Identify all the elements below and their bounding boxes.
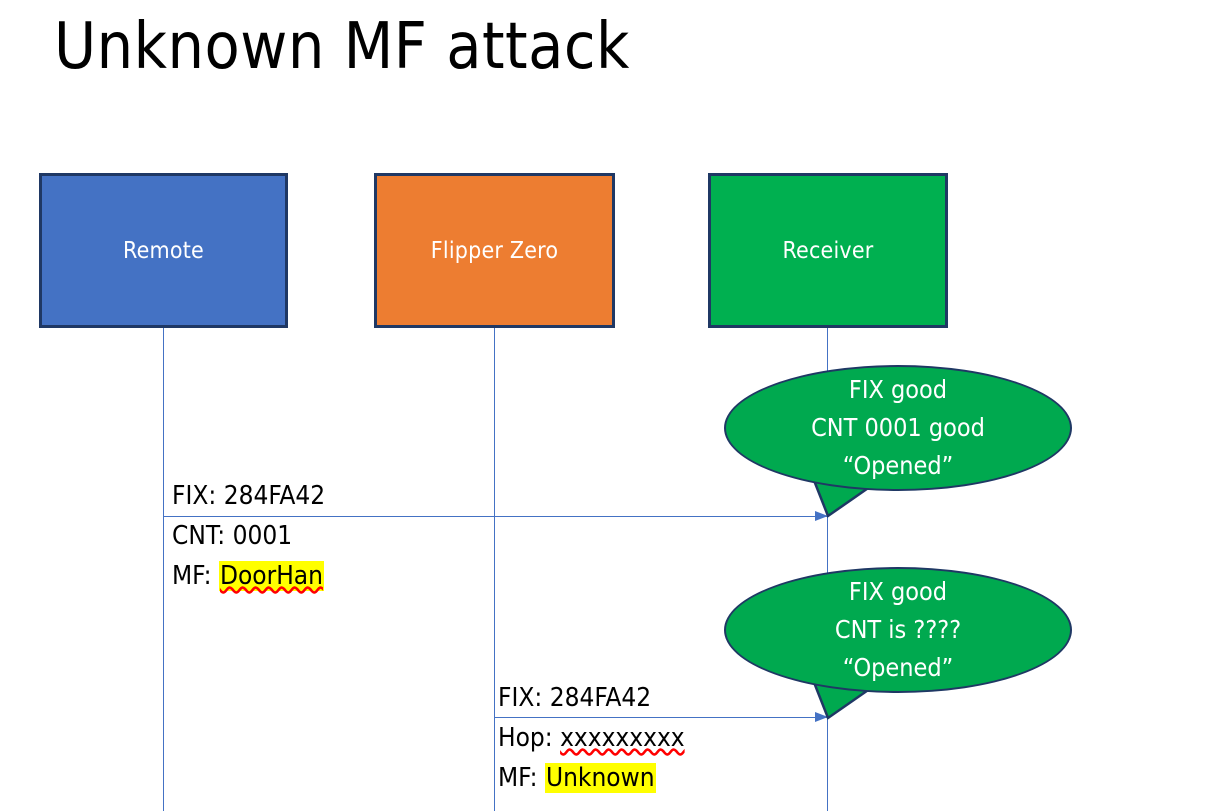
message-line-value-highlighted: DoorHan	[218, 561, 324, 591]
speech-bubble-two: FIX good CNT is ???? “Opened”	[724, 567, 1072, 693]
message-line: CNT: 0001	[172, 516, 325, 556]
message-text-flipper-to-receiver: FIX: 284FA42 Hop: xxxxxxxxx MF: Unknown	[498, 678, 685, 798]
speech-bubble-line: “Opened”	[842, 451, 954, 480]
page-title: Unknown MF attack	[54, 10, 630, 84]
speech-bubble-line: “Opened”	[842, 653, 954, 682]
actor-label-remote: Remote	[123, 237, 204, 264]
actor-box-flipper[interactable]: Flipper Zero	[374, 173, 615, 328]
speech-bubble-line: FIX good	[848, 375, 948, 404]
message-line-label: MF:	[498, 763, 538, 793]
message-line-label: FIX:	[172, 481, 217, 511]
message-line-label: FIX:	[498, 683, 543, 713]
actor-label-flipper: Flipper Zero	[430, 237, 559, 264]
message-arrow-remote-to-receiver	[163, 511, 828, 521]
message-line: MF: Unknown	[498, 758, 685, 798]
speech-bubble-line: CNT is ????	[834, 615, 962, 644]
message-line-value: xxxxxxxxx	[560, 723, 685, 753]
actor-label-receiver: Receiver	[782, 237, 874, 264]
message-text-remote-to-receiver: FIX: 284FA42 CNT: 0001 MF: DoorHan	[172, 476, 325, 596]
message-arrow-flipper-to-receiver	[494, 712, 828, 722]
speech-bubble-one: FIX good CNT 0001 good “Opened”	[724, 365, 1072, 491]
speech-bubble-line: CNT 0001 good	[811, 413, 985, 442]
message-line-label: Hop:	[498, 723, 553, 753]
message-line: FIX: 284FA42	[172, 476, 325, 516]
message-line-label: MF:	[172, 561, 212, 591]
actor-box-remote[interactable]: Remote	[39, 173, 288, 328]
lifeline-remote	[163, 328, 164, 811]
message-line: Hop: xxxxxxxxx	[498, 718, 685, 758]
speech-bubble-line: FIX good	[848, 577, 948, 606]
message-line: FIX: 284FA42	[498, 678, 685, 718]
message-line-value: 0001	[232, 521, 293, 551]
actor-box-receiver[interactable]: Receiver	[708, 173, 948, 328]
lifeline-flipper	[494, 328, 495, 811]
message-line: MF: DoorHan	[172, 556, 325, 596]
message-line-value: 284FA42	[549, 683, 652, 713]
message-line-label: CNT:	[172, 521, 226, 551]
message-line-value: 284FA42	[223, 481, 326, 511]
lifeline-receiver	[827, 328, 828, 811]
message-line-value-highlighted: Unknown	[544, 763, 656, 793]
